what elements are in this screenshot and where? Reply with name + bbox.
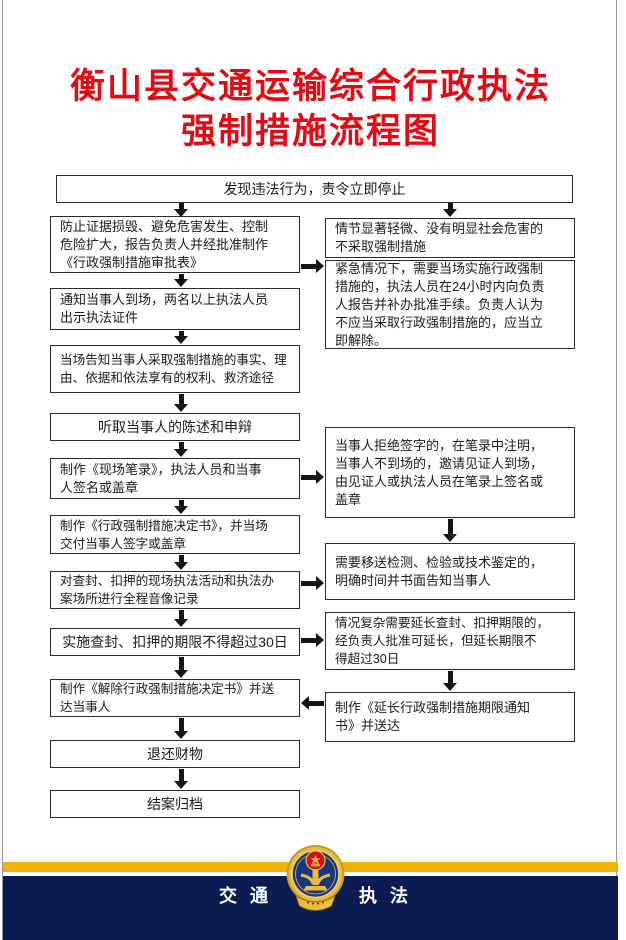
- arrow-down-icon: [173, 718, 189, 739]
- arrow-down-icon: [442, 519, 458, 542]
- arrow-down-icon: [173, 500, 189, 514]
- arrow-down-icon: [173, 769, 189, 789]
- flow-node-decision-letter: 制作《行政强制措施决定书》，并当场 交付当事人签字或盖章: [50, 515, 300, 554]
- flow-node-label: 防止证据损毁、避免危害发生、控制 危险扩大，报告负责人并经批准制作 《行政强制措…: [60, 218, 269, 270]
- arrow-right-icon: [301, 258, 324, 274]
- flow-node-label: 制作《延长行政强制措施期限通知 书》并送达: [335, 700, 531, 733]
- arrow-down-icon: [173, 610, 189, 627]
- flow-node-start-label: 发现违法行为，责令立即停止: [223, 181, 406, 197]
- flow-node-approval-form: 防止证据损毁、避免危害发生、控制 危险扩大，报告负责人并经批准制作 《行政强制措…: [50, 216, 300, 273]
- flow-node-label: 当事人拒绝签字的，在笔录中注明， 当事人不到场的，邀请见证人到场， 由见证人或执…: [335, 437, 544, 507]
- flow-node-label: 听取当事人的陈述和申辩: [98, 419, 252, 435]
- arrow-down-icon: [173, 394, 189, 412]
- flow-node-minor-case: 情节显著轻微、没有明显社会危害的 不采取强制措施: [325, 218, 575, 258]
- flow-node-start: 发现违法行为，责令立即停止: [56, 175, 573, 203]
- flow-node-label: 需要移送检测、检验或技术鉴定的， 明确时间并书面告知当事人: [335, 554, 544, 588]
- flow-node-label: 制作《行政强制措施决定书》，并当场 交付当事人签字或盖章: [60, 518, 268, 551]
- page-title: 衡山县交通运输综合行政执法 强制措施流程图: [3, 64, 618, 154]
- arrow-down-icon: [173, 274, 189, 287]
- flow-node-return-property: 退还财物: [50, 740, 300, 768]
- flow-node-emergency: 紧急情况下，需要当场实施行政强制 措施的，执法人员在24小时内向负责 人报告并补…: [325, 260, 575, 349]
- title-line-1: 衡山县交通运输综合行政执法: [69, 67, 551, 106]
- arrow-down-icon: [173, 331, 189, 344]
- arrow-down-icon: [442, 671, 458, 691]
- flow-node-label: 退还财物: [147, 746, 203, 762]
- title-line-2: 强制措施流程图: [180, 112, 440, 151]
- flow-node-av-recording: 对查封、扣押的现场执法活动和执法办 案场所进行全程音像记录: [50, 571, 300, 609]
- arrow-down-icon: [173, 442, 189, 457]
- arrow-down-icon: [442, 203, 458, 217]
- arrow-right-icon: [301, 632, 324, 648]
- flow-node-label: 制作《现场笔录》，执法人员和当事 人签名或盖章: [60, 461, 262, 495]
- flow-node-label: 情况复杂需要延长查封、扣押期限的， 经负责人批准可延长，但延长期限不 得超过30…: [335, 616, 550, 666]
- footer-label-left: 交通: [219, 886, 281, 906]
- transport-law-enforcement-badge-icon: [286, 845, 345, 911]
- arrow-left-icon: [301, 695, 324, 711]
- flow-node-label: 对查封、扣押的现场执法活动和执法办 案场所进行全程音像记录: [60, 574, 275, 606]
- arrow-down-icon: [173, 555, 189, 570]
- arrow-right-icon: [301, 575, 324, 591]
- flow-node-label: 紧急情况下，需要当场实施行政强制 措施的，执法人员在24小时内向负责 人报告并补…: [335, 260, 545, 348]
- flow-node-release-letter: 制作《解除行政强制措施决定书》并送 达当事人: [50, 679, 300, 717]
- flow-node-label: 情节显著轻微、没有明显社会危害的 不采取强制措施: [335, 221, 544, 254]
- flow-node-extension-notice: 制作《延长行政强制措施期限通知 书》并送达: [325, 692, 575, 742]
- flow-node-label: 结案归档: [147, 796, 203, 812]
- flow-node-label: 当场告知当事人采取强制措施的事实、理 由、依据和依法享有的权利、救济途径: [60, 353, 287, 385]
- flow-node-close-case: 结案归档: [50, 790, 300, 818]
- flow-node-label: 实施查封、扣押的期限不得超过30日: [62, 634, 288, 650]
- flow-node-hear-statement: 听取当事人的陈述和申辩: [50, 413, 300, 441]
- arrow-down-icon: [173, 657, 189, 678]
- flow-node-label: 制作《解除行政强制措施决定书》并送 达当事人: [60, 682, 275, 714]
- footer-label-right: 执法: [359, 886, 421, 906]
- flow-node-notify-party: 通知当事人到场，两名以上执法人员 出示执法证件: [50, 288, 300, 330]
- flow-node-30day-limit: 实施查封、扣押的期限不得超过30日: [50, 628, 300, 656]
- flow-node-testing-transfer: 需要移送检测、检验或技术鉴定的， 明确时间并书面告知当事人: [325, 543, 575, 600]
- arrow-down-icon: [173, 203, 189, 217]
- flow-node-site-record: 制作《现场笔录》，执法人员和当事 人签名或盖章: [50, 458, 300, 499]
- arrow-right-icon: [301, 469, 324, 485]
- flow-node-label: 通知当事人到场，两名以上执法人员 出示执法证件: [60, 292, 269, 325]
- flow-node-inform-rights: 当场告知当事人采取强制措施的事实、理 由、依据和依法享有的权利、救济途径: [50, 345, 300, 393]
- flow-node-refuse-sign: 当事人拒绝签字的，在笔录中注明， 当事人不到场的，邀请见证人到场， 由见证人或执…: [325, 427, 575, 518]
- flow-node-extension: 情况复杂需要延长查封、扣押期限的， 经负责人批准可延长，但延长期限不 得超过30…: [325, 612, 575, 670]
